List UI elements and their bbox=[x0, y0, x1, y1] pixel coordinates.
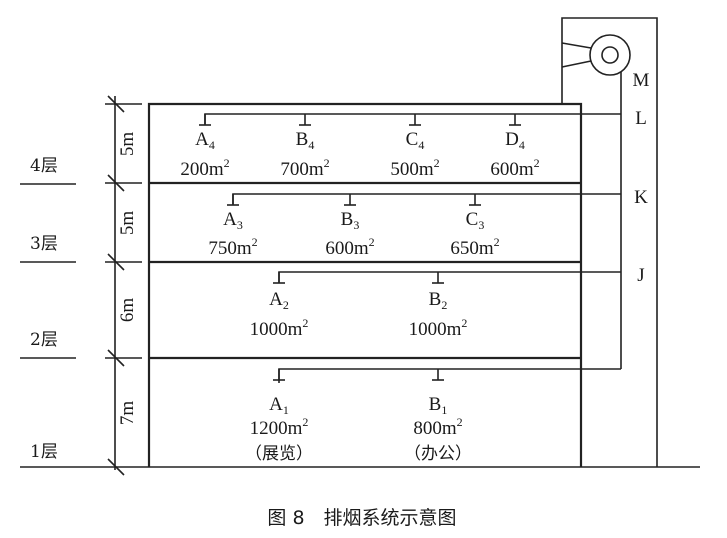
smoke-outlet-f1-b bbox=[432, 369, 444, 381]
outlet-name: A1 bbox=[269, 394, 289, 417]
outlet-name: A4 bbox=[195, 129, 215, 152]
outlet-use: （办公） bbox=[404, 444, 472, 464]
height-2: 6m bbox=[117, 298, 138, 323]
exhaust-shaft bbox=[561, 17, 658, 467]
outlet-area: 750m2 bbox=[208, 235, 257, 259]
smoke-outlet-f4-c bbox=[409, 114, 421, 126]
outlet-area: 200m2 bbox=[180, 156, 229, 180]
smoke-outlet-f4-b bbox=[299, 114, 311, 126]
node-k: K bbox=[634, 187, 648, 208]
height-4: 5m bbox=[117, 132, 138, 157]
outlet-labels: A4200m2B4700m2C4500m2D4600m2A3750m2B3600… bbox=[180, 129, 539, 464]
outlet-name: C3 bbox=[466, 209, 485, 232]
outlet-area: 650m2 bbox=[450, 235, 499, 259]
smoke-outlet-f2-b bbox=[432, 272, 444, 284]
dimension-line bbox=[105, 95, 142, 476]
outlet-area: 800m2 bbox=[413, 415, 462, 439]
outlet-name: B2 bbox=[429, 289, 448, 312]
outlet-name: B3 bbox=[341, 209, 360, 232]
outlet-name: A3 bbox=[223, 209, 243, 232]
fan-icon bbox=[561, 34, 631, 76]
outlet-area: 1200m2 bbox=[250, 415, 309, 439]
outlet-name: B1 bbox=[429, 394, 448, 417]
smoke-outlet-f1-a bbox=[273, 369, 285, 381]
smoke-outlet-f3-a bbox=[227, 194, 239, 206]
outlet-use: （展览） bbox=[245, 444, 313, 464]
smoke-outlet-f3-b bbox=[344, 194, 356, 206]
node-l: L bbox=[635, 108, 647, 129]
node-j: J bbox=[637, 265, 644, 286]
building bbox=[147, 102, 583, 467]
floor-label-3: 3层 bbox=[30, 234, 58, 254]
outlet-name: B4 bbox=[296, 129, 315, 152]
outlet-area: 600m2 bbox=[325, 235, 374, 259]
height-1: 7m bbox=[117, 401, 138, 426]
outlet-area: 700m2 bbox=[280, 156, 329, 180]
outlet-name: D4 bbox=[505, 129, 525, 152]
horizontal-ducts bbox=[204, 113, 621, 383]
node-m: M bbox=[633, 70, 650, 91]
floor-label-2: 2层 bbox=[30, 330, 58, 350]
outlet-name: C4 bbox=[406, 129, 425, 152]
smoke-outlet-f4-a bbox=[199, 114, 211, 126]
outlet-marks bbox=[199, 114, 521, 381]
outlet-area: 500m2 bbox=[390, 156, 439, 180]
outlet-area: 1000m2 bbox=[409, 316, 468, 340]
smoke-outlet-f3-c bbox=[469, 194, 481, 206]
smoke-outlet-f2-a bbox=[273, 272, 285, 284]
outlet-area: 1000m2 bbox=[250, 316, 309, 340]
floor-label-4: 4层 bbox=[30, 156, 58, 176]
height-3: 5m bbox=[117, 211, 138, 236]
outlet-name: A2 bbox=[269, 289, 289, 312]
smoke-outlet-f4-d bbox=[509, 114, 521, 126]
figure-caption: 图 8 排烟系统示意图 bbox=[267, 507, 456, 529]
floor-label-1: 1层 bbox=[30, 442, 58, 462]
outlet-area: 600m2 bbox=[490, 156, 539, 180]
